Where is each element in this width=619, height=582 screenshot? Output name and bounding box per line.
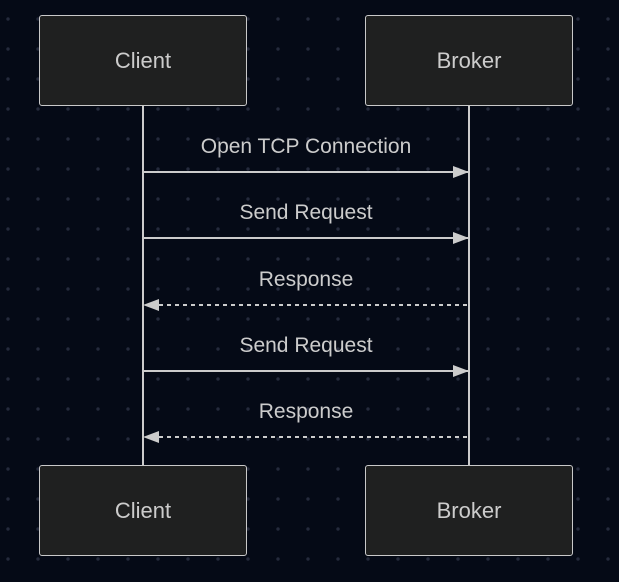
arrowhead-left-icon: [143, 431, 159, 443]
message-line-solid: [143, 171, 469, 173]
actor-label-broker: Broker: [436, 47, 502, 73]
actor-box-broker-bottom: Broker: [365, 465, 573, 556]
lifeline-client: [142, 106, 144, 465]
actor-label-broker: Broker: [436, 497, 502, 523]
actor-label-client: Client: [114, 497, 172, 523]
message-label: Response: [258, 268, 354, 291]
message-label: Send Request: [239, 334, 373, 357]
message-line-solid: [143, 237, 469, 239]
message-line-solid: [143, 370, 469, 372]
actor-box-client-top: Client: [39, 15, 247, 106]
message-line-dashed: [159, 304, 469, 306]
actor-box-client-bottom: Client: [39, 465, 247, 556]
message-label: Response: [258, 400, 354, 423]
message-label: Send Request: [239, 201, 373, 224]
message-line-dashed: [159, 436, 469, 438]
arrowhead-right-icon: [453, 232, 469, 244]
arrowhead-right-icon: [453, 166, 469, 178]
actor-label-client: Client: [114, 47, 172, 73]
actor-box-broker-top: Broker: [365, 15, 573, 106]
arrowhead-right-icon: [453, 365, 469, 377]
arrowhead-left-icon: [143, 299, 159, 311]
lifeline-broker: [468, 106, 470, 465]
message-label: Open TCP Connection: [200, 135, 412, 158]
